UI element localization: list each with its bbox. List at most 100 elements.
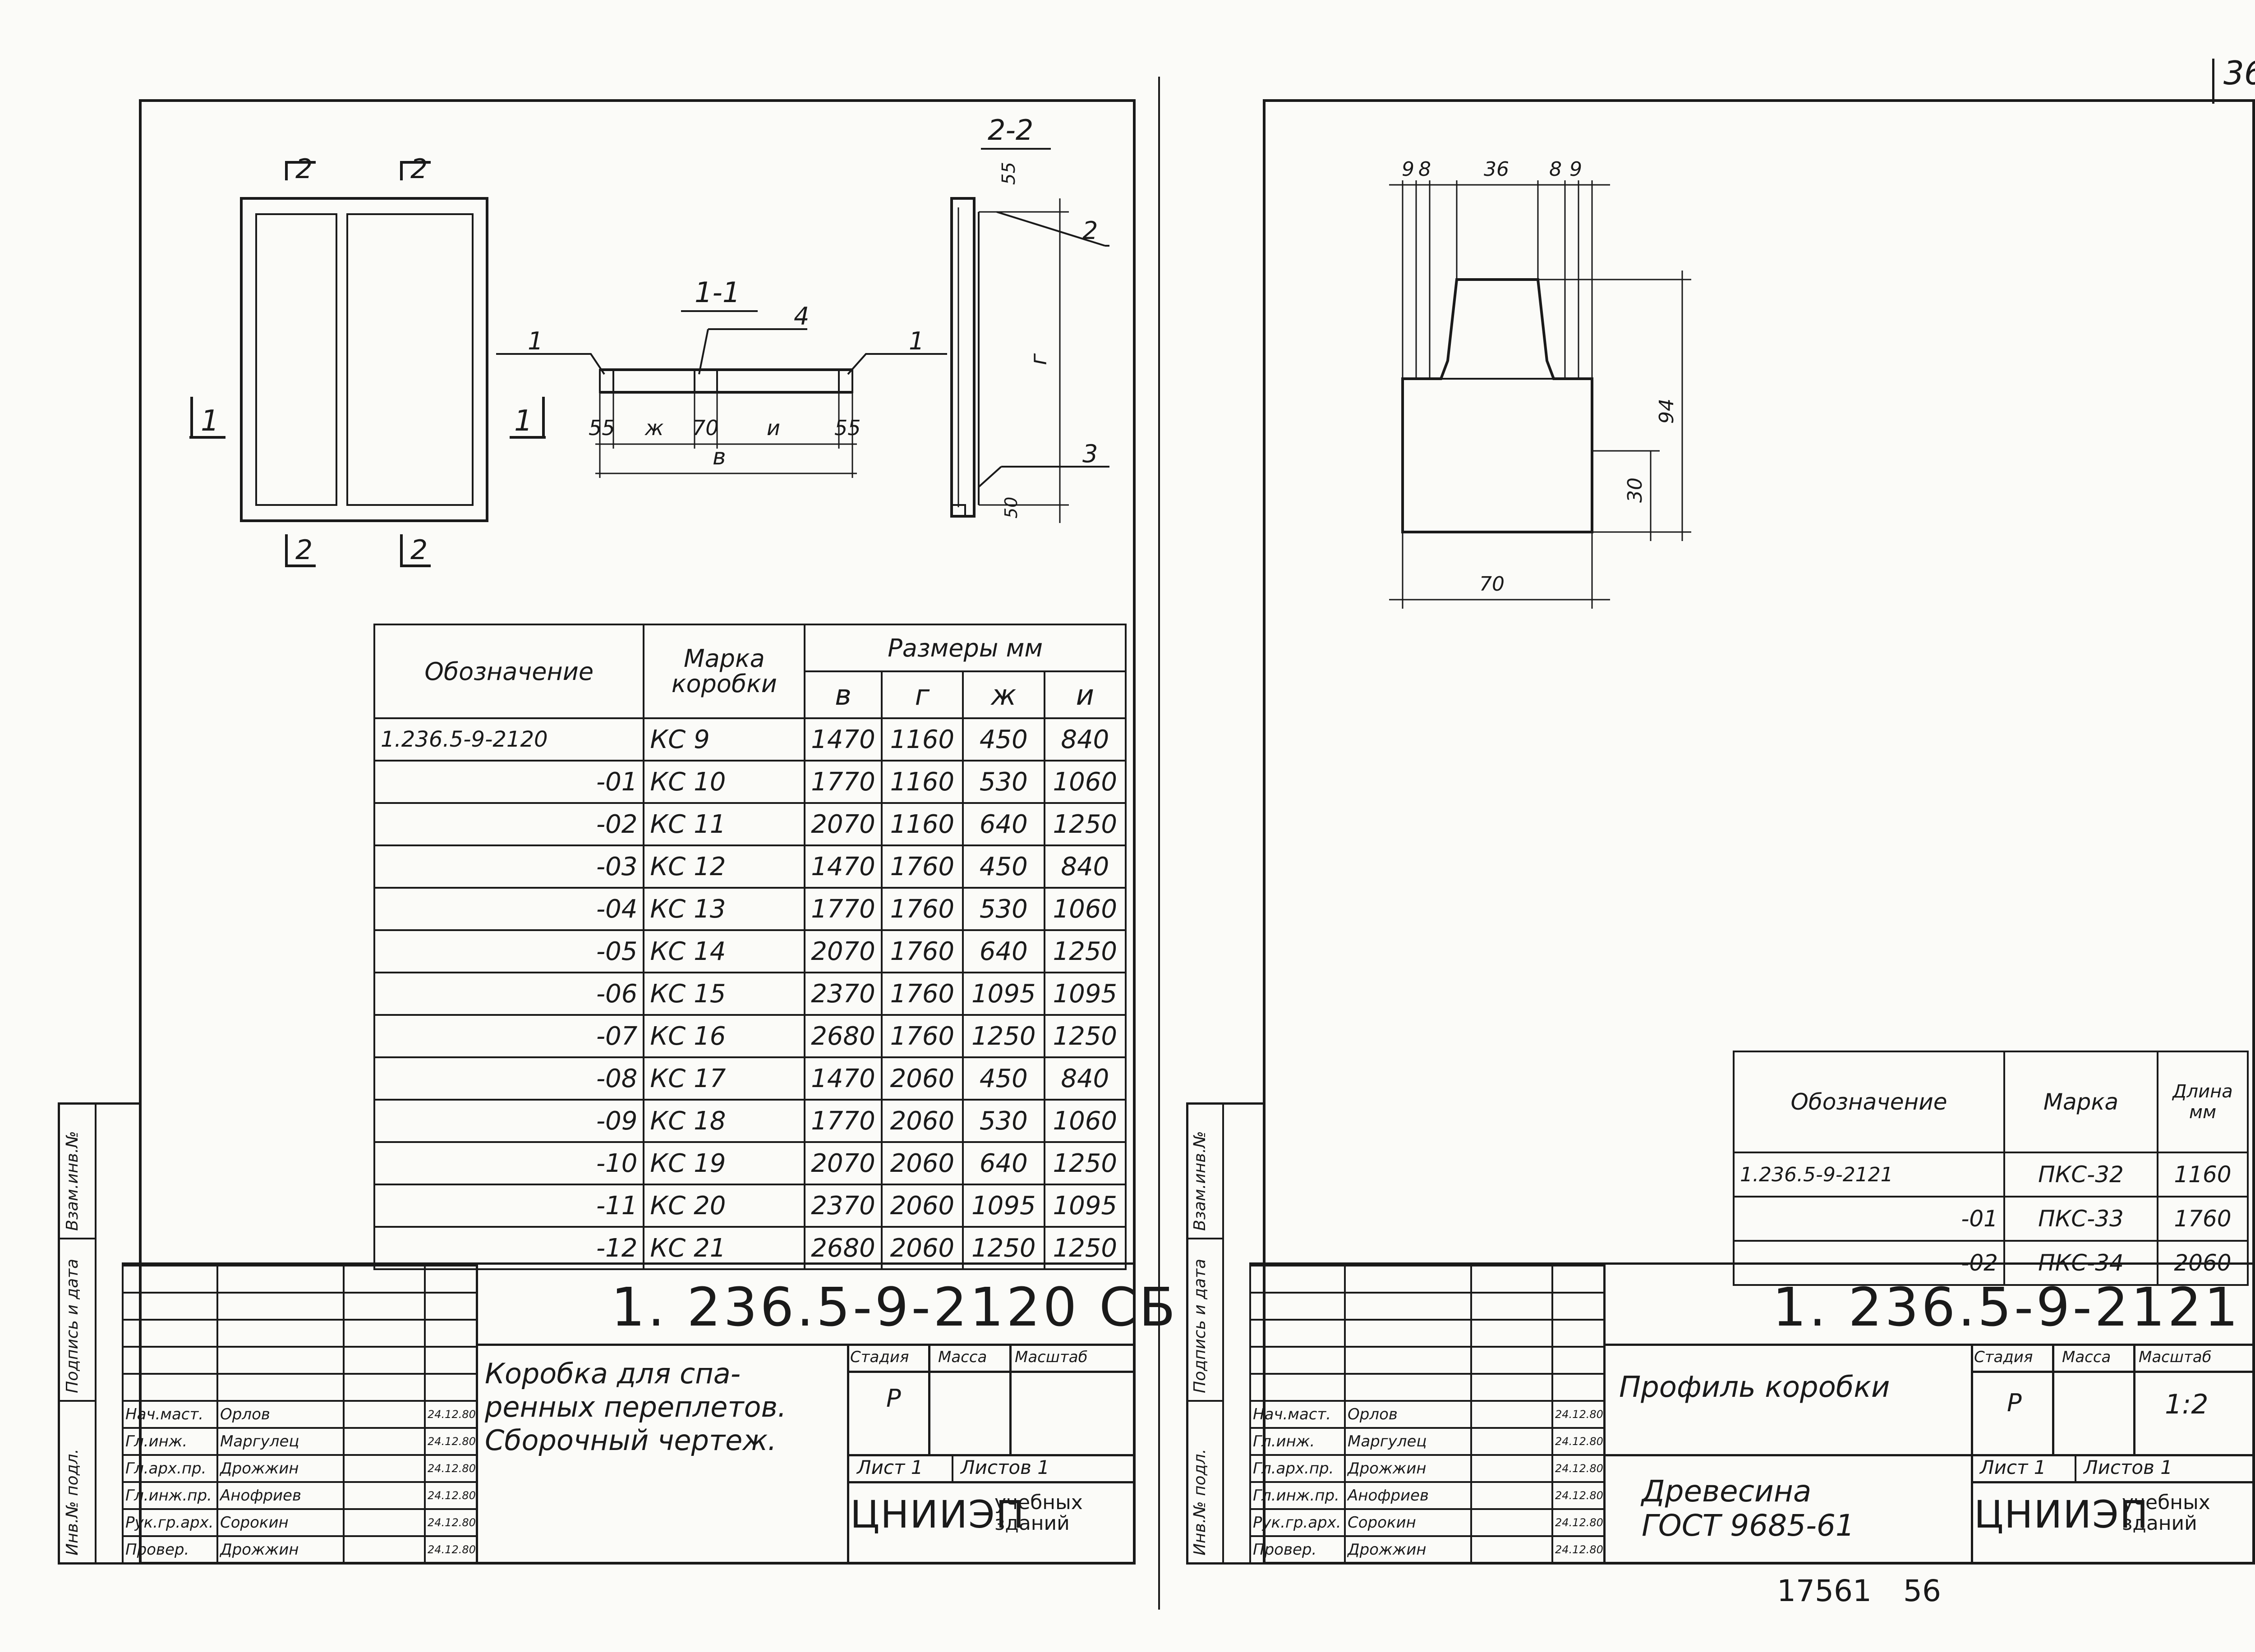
tb-left-h4 (847, 1481, 1136, 1483)
th-mark: Марка коробки (643, 624, 806, 719)
svg-text:2: 2 (1082, 216, 1098, 245)
staff-sig (343, 1400, 426, 1429)
staff-date: 24.12.80 (424, 1508, 478, 1537)
svg-text:и: и (767, 416, 780, 440)
right-title-block (1249, 1262, 2255, 1567)
left-stage-value: Р (886, 1384, 901, 1413)
svg-text:1: 1 (528, 327, 543, 355)
table-cell: 530 (962, 1099, 1045, 1143)
table-cell: 2370 (804, 1184, 883, 1228)
staff-name: Анофриев (216, 1481, 345, 1510)
staff-name: Сорокин (1344, 1508, 1472, 1537)
cut1-right: 1 (514, 404, 533, 438)
staff-name: Сорокин (216, 1508, 345, 1537)
table-cell: 1760 (880, 1014, 964, 1058)
table-cell: 1160 (880, 760, 964, 804)
table-cell: 530 (962, 760, 1045, 804)
left-org: ЦНИИЭП (850, 1492, 1025, 1537)
table-cell: -03 (373, 844, 645, 889)
table-cell: КС 12 (643, 844, 806, 889)
right-side-strip-h1 (1186, 1238, 1224, 1239)
table-cell: 530 (962, 887, 1045, 931)
table-cell: 1250 (1043, 802, 1127, 846)
table-cell: 2070 (804, 1141, 883, 1185)
staff-role: Провер. (122, 1535, 218, 1564)
right-stage-label: Стадия (1974, 1348, 2033, 1366)
staff-sig (343, 1481, 426, 1510)
staff-date: 24.12.80 (424, 1427, 478, 1456)
staff-date: 24.12.80 (424, 1454, 478, 1483)
table-cell: 2060 (880, 1184, 964, 1228)
staff-date: 24.12.80 (424, 1481, 478, 1510)
left-scale-label: Масштаб (1015, 1348, 1088, 1366)
table-cell: -04 (373, 887, 645, 931)
table-cell: 1060 (1043, 760, 1127, 804)
svg-text:55: 55 (589, 416, 615, 440)
tb-right-h1 (1603, 1344, 2255, 1346)
staff-sig (343, 1535, 426, 1564)
tb-right-v3 (2133, 1344, 2135, 1454)
dim-36: 36 (1484, 158, 1509, 181)
cut2-top-left: 2 (295, 153, 313, 185)
table-cell: 2060 (880, 1141, 964, 1185)
table-cell: 840 (1043, 1056, 1127, 1101)
staff-name: Орлов (216, 1400, 345, 1429)
profile-drawing: 9 8 36 8 9 94 30 70 (1389, 158, 1691, 609)
tb-right-v2 (2052, 1344, 2054, 1454)
table-cell: 1.236.5-9-2120 (373, 717, 645, 762)
staff-date: 24.12.80 (424, 1535, 478, 1564)
staff-sig (1470, 1508, 1553, 1537)
table-cell: 1250 (1043, 929, 1127, 973)
table-cell: -09 (373, 1099, 645, 1143)
staff-sig (343, 1508, 426, 1537)
dim-8b: 8 (1549, 158, 1562, 181)
table-cell: 1060 (1043, 1099, 1127, 1143)
side-label-inv: Инв.№ подл. (63, 1449, 82, 1556)
staff-sig (1470, 1535, 1553, 1564)
dim-94: 94 (1655, 399, 1678, 424)
left-sheet-frame (139, 99, 1136, 1565)
staff-role: Гл.инж. (1249, 1427, 1346, 1456)
tb-left-v4 (952, 1454, 953, 1481)
staff-date: 24.12.80 (1551, 1427, 1605, 1456)
svg-text:в: в (713, 444, 726, 470)
table-cell: КС 20 (643, 1184, 806, 1228)
right-sheets-label: Листов 1 (2084, 1456, 2172, 1478)
tb-left-h1 (476, 1344, 1136, 1346)
staff-name: Маргулец (1344, 1427, 1472, 1456)
tb-right-divider (1603, 1262, 1606, 1565)
table-cell: КС 14 (643, 929, 806, 973)
staff-name: Орлов (1344, 1400, 1472, 1429)
table-cell: -06 (373, 972, 645, 1016)
left-mass-label: Масса (938, 1348, 987, 1366)
table-cell: 1250 (1043, 1014, 1127, 1058)
section-22-title: 2-2 (988, 114, 1033, 147)
dim-9a: 9 (1402, 158, 1414, 181)
left-drawings: 2 2 2 2 1 1 1-1 2-2 1 4 1 2 3 55 ж 70 и … (189, 114, 1109, 567)
table-cell: 1770 (804, 887, 883, 931)
tb-left-v3 (1009, 1344, 1012, 1454)
r-side-label-inv: Инв.№ подл. (1191, 1449, 1209, 1556)
staff-row: Гл.инж.Маргулец 24.12.80 (1249, 1427, 1605, 1456)
table-cell: 450 (962, 1056, 1045, 1101)
staff-name: Дрожжин (216, 1454, 345, 1483)
r-side-label-sign: Подпись и дата (1191, 1258, 1209, 1393)
table-cell: -01 (1733, 1196, 2005, 1242)
staff-sig (1470, 1427, 1553, 1456)
tb-right-h3 (1603, 1454, 2255, 1456)
tb-right-v1 (1971, 1344, 1973, 1565)
right-side-strip (1186, 1102, 1263, 1565)
right-org-sub: учебных зданий (2122, 1491, 2210, 1535)
